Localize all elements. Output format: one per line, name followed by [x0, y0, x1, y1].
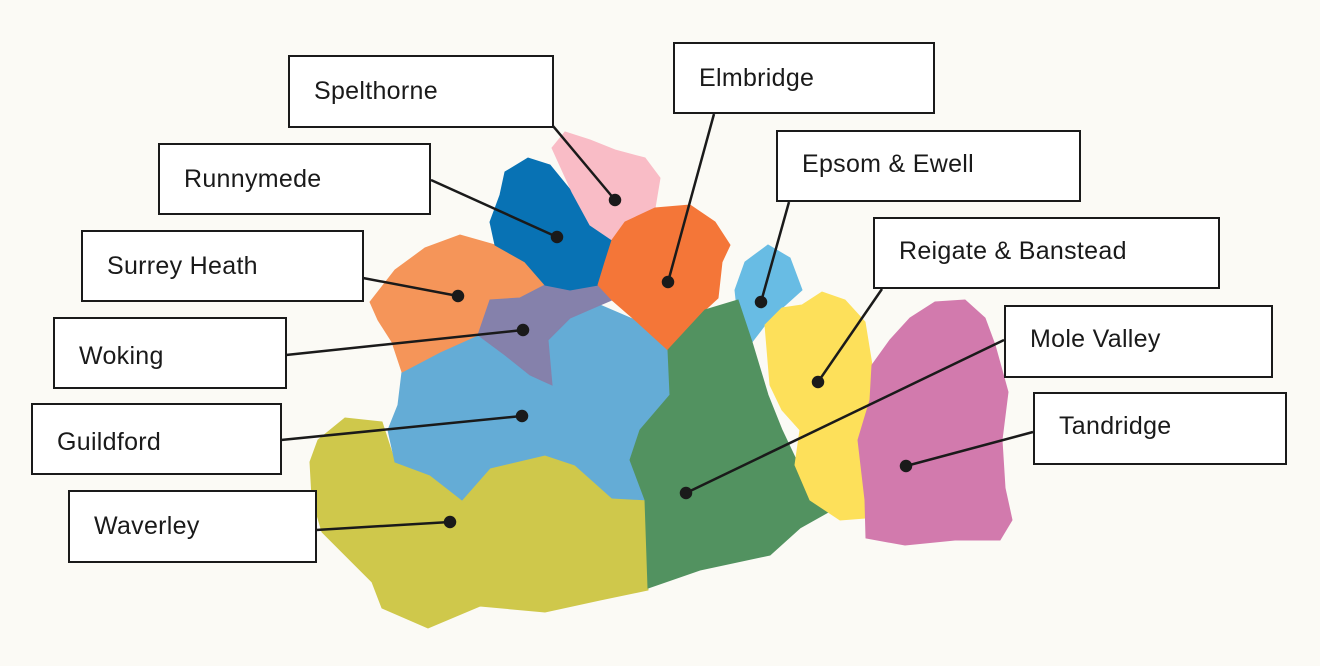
- leader-waverley: [315, 520, 451, 532]
- leader-runnymede: [430, 178, 558, 239]
- leader-spelthorne: [552, 125, 616, 201]
- marker-elmbridge: [661, 275, 675, 289]
- region-woking[interactable]: [477, 284, 613, 386]
- marker-surrey-heath: [451, 289, 465, 303]
- leader-reigate-banstead: [816, 288, 884, 383]
- region-tandridge[interactable]: [857, 299, 1013, 546]
- leader-surrey-heath: [362, 276, 459, 298]
- marker-reigate-banstead: [811, 375, 825, 389]
- leader-epsom-ewell: [759, 201, 791, 303]
- label-woking: Woking: [53, 317, 287, 389]
- label-runnymede: Runnymede: [158, 143, 431, 215]
- label-reigate-banstead: Reigate & Banstead: [873, 217, 1220, 289]
- marker-woking: [516, 323, 530, 337]
- marker-epsom-ewell: [754, 295, 768, 309]
- leader-guildford: [280, 414, 523, 442]
- label-tandridge: Tandridge: [1033, 392, 1287, 465]
- label-spelthorne: Spelthorne: [288, 55, 554, 128]
- label-waverley: Waverley: [68, 490, 317, 563]
- label-epsom-ewell: Epsom & Ewell: [776, 130, 1081, 202]
- label-elmbridge: Elmbridge: [673, 42, 935, 114]
- leader-mole-valley: [685, 338, 1005, 495]
- leader-woking: [285, 328, 524, 357]
- leader-tandridge: [905, 430, 1034, 468]
- marker-guildford: [515, 409, 529, 423]
- marker-waverley: [443, 515, 457, 529]
- region-spelthorne[interactable]: [551, 131, 661, 241]
- marker-runnymede: [550, 230, 564, 244]
- marker-mole-valley: [679, 486, 693, 500]
- marker-tandridge: [899, 459, 913, 473]
- label-surrey-heath: Surrey Heath: [81, 230, 364, 302]
- label-guildford: Guildford: [31, 403, 282, 475]
- region-mole-valley[interactable]: [629, 299, 833, 589]
- leader-elmbridge: [666, 113, 716, 283]
- label-mole-valley: Mole Valley: [1004, 305, 1273, 378]
- marker-spelthorne: [608, 193, 622, 207]
